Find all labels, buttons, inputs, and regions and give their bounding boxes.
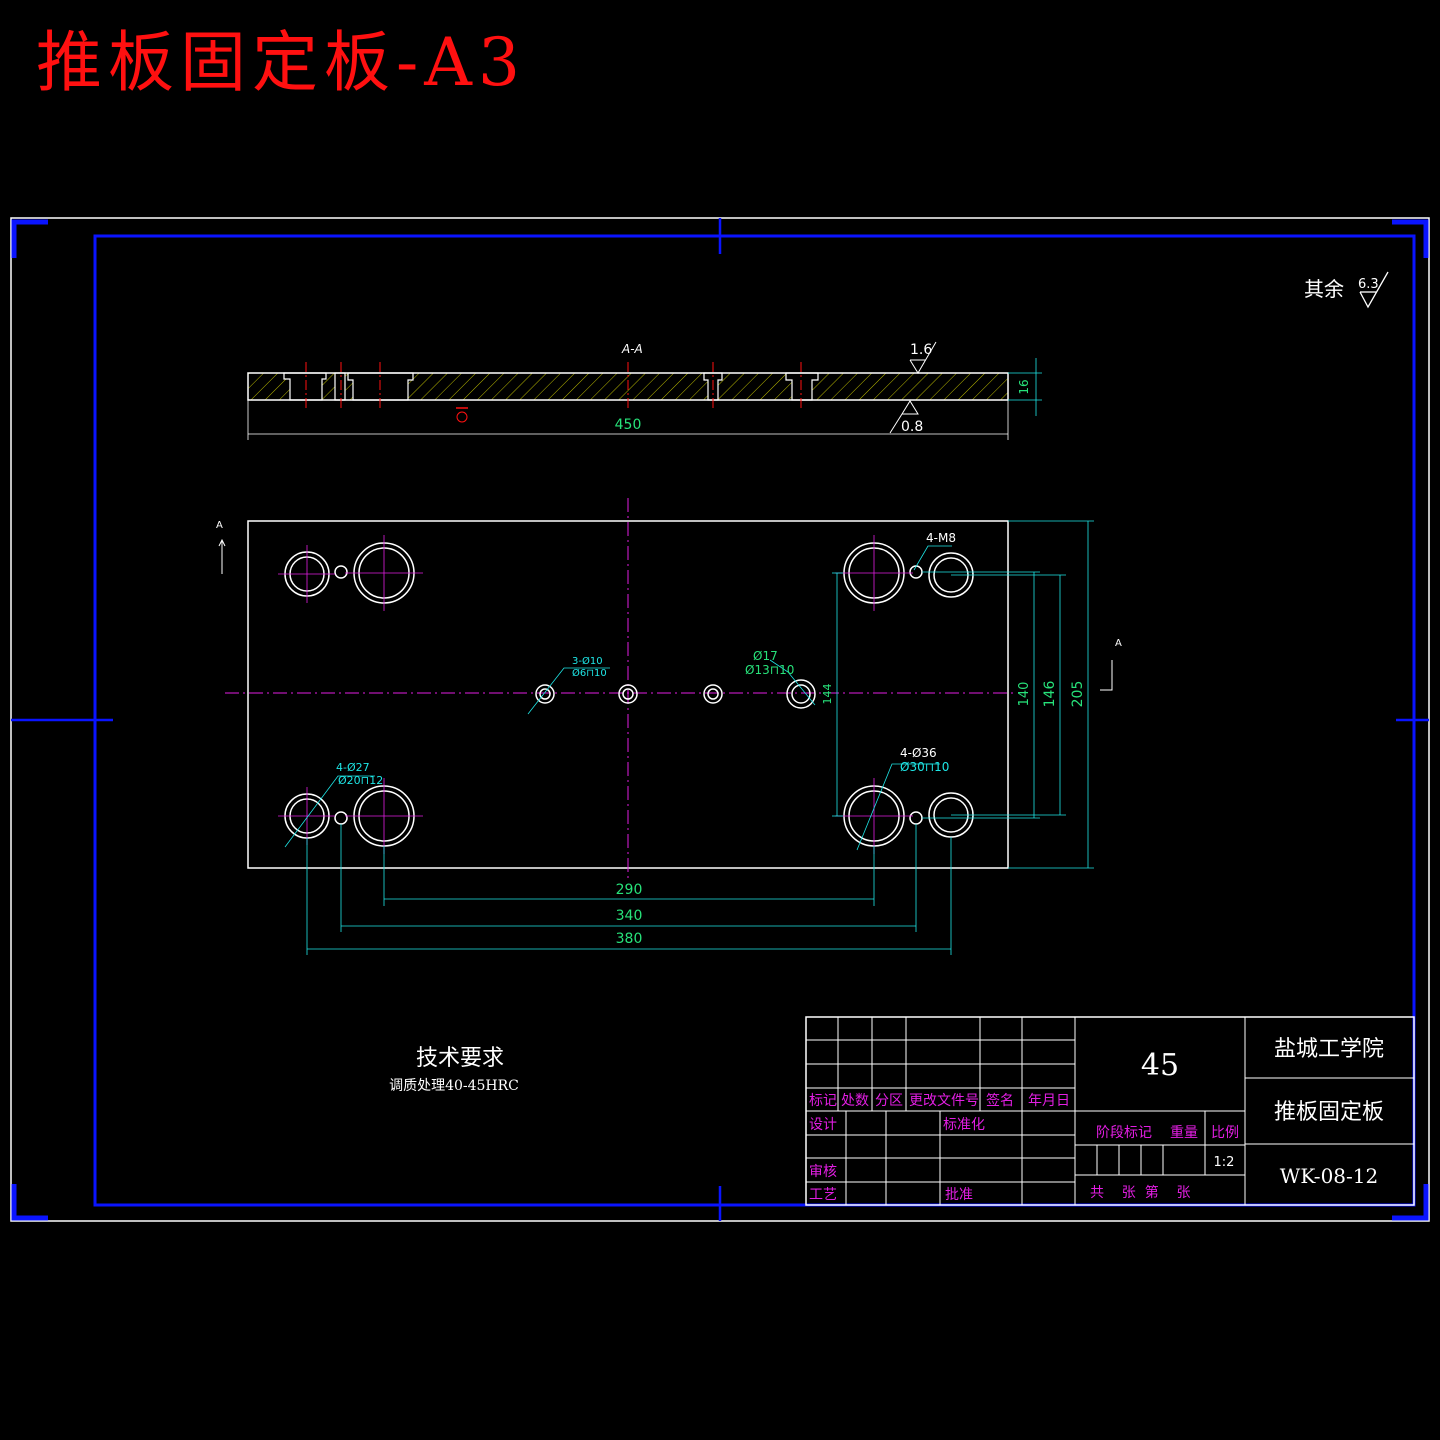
header-mark: 标记 xyxy=(809,1093,837,1109)
dim-146: 146 xyxy=(1042,681,1058,708)
roughness-symbol-icon xyxy=(1359,271,1389,309)
note-bore36: 4-Ø36 xyxy=(900,746,937,760)
datum-icon xyxy=(456,411,468,423)
roughness-top-icon xyxy=(909,341,937,374)
row-approve: 批准 xyxy=(945,1187,973,1203)
sheet-text: 共 张 第 张 xyxy=(1090,1184,1191,1201)
plan-view: A A 4-M8 Ø17 Ø13⊓10 3-Ø10 Ø6⊓10 4-Ø27 Ø2… xyxy=(216,498,1122,955)
dim-144: 144 xyxy=(821,684,834,705)
section-view: A-A 450 xyxy=(247,341,1042,440)
header-signature: 签名 xyxy=(986,1092,1014,1109)
drawing-number: WK-08-12 xyxy=(1280,1164,1378,1188)
note-bore27: 4-Ø27 xyxy=(336,761,370,774)
note-small-holes: 3-Ø10 xyxy=(572,655,603,667)
dim-340: 340 xyxy=(616,908,643,924)
school-name: 盐城工学院 xyxy=(1274,1037,1384,1062)
roughness-bottom: 0.8 xyxy=(901,419,923,435)
outer-sheet-border xyxy=(10,217,1430,1222)
scale-label: 比例 xyxy=(1211,1125,1239,1141)
header-count: 处数 xyxy=(841,1093,869,1109)
tech-heading: 技术要求 xyxy=(416,1046,504,1071)
thickness-dimension: 16 xyxy=(1017,379,1031,394)
general-roughness-note: 其余 6.3 xyxy=(1304,271,1389,309)
corner-marks xyxy=(11,219,1429,1221)
note-small-holes-depth: Ø6⊓10 xyxy=(572,667,607,679)
header-change-doc: 更改文件号 xyxy=(909,1093,979,1109)
tech-requirements: 技术要求 调质处理40-45HRC xyxy=(389,1046,519,1094)
roughness-label: 其余 xyxy=(1304,277,1344,301)
dim-205: 205 xyxy=(1070,681,1086,708)
note-m8: 4-M8 xyxy=(926,531,956,545)
roughness-value: 6.3 xyxy=(1358,277,1379,292)
part-name: 推板固定板 xyxy=(1274,1100,1384,1125)
row-process: 工艺 xyxy=(809,1187,837,1203)
roughness-top: 1.6 xyxy=(910,342,932,358)
dim-380: 380 xyxy=(616,931,643,947)
dim-290: 290 xyxy=(616,882,643,898)
title-block: 标记 处数 分区 更改文件号 签名 年月日 设计 标准化 审核 工艺 批准 阶段… xyxy=(805,1016,1415,1206)
row-review: 审核 xyxy=(809,1164,837,1180)
section-label: A-A xyxy=(621,342,643,356)
section-mark-right: A xyxy=(1115,638,1122,649)
note-bore17-depth: Ø13⊓10 xyxy=(745,663,794,677)
row-design: 设计 xyxy=(809,1117,837,1133)
length-dimension: 450 xyxy=(615,417,642,433)
header-zone: 分区 xyxy=(875,1093,903,1109)
scale-value: 1:2 xyxy=(1214,1155,1235,1170)
stage-label: 阶段标记 xyxy=(1096,1125,1152,1141)
row-standard: 标准化 xyxy=(943,1117,985,1133)
roughness-bottom-icon xyxy=(889,400,919,434)
dim-140: 140 xyxy=(1017,682,1032,707)
note-bore36-depth: Ø30⊓10 xyxy=(900,760,949,774)
center-marks xyxy=(11,218,1429,1221)
weight-label: 重量 xyxy=(1170,1125,1198,1141)
note-bore27-depth: Ø20⊓12 xyxy=(338,774,383,787)
note-bore17: Ø17 xyxy=(753,649,778,663)
section-mark-left: A xyxy=(216,520,223,531)
header-date: 年月日 xyxy=(1028,1093,1070,1109)
material: 45 xyxy=(1141,1048,1179,1083)
tech-line-1: 调质处理40-45HRC xyxy=(389,1078,519,1094)
drawing-title: 推板固定板-A3 xyxy=(36,24,526,101)
